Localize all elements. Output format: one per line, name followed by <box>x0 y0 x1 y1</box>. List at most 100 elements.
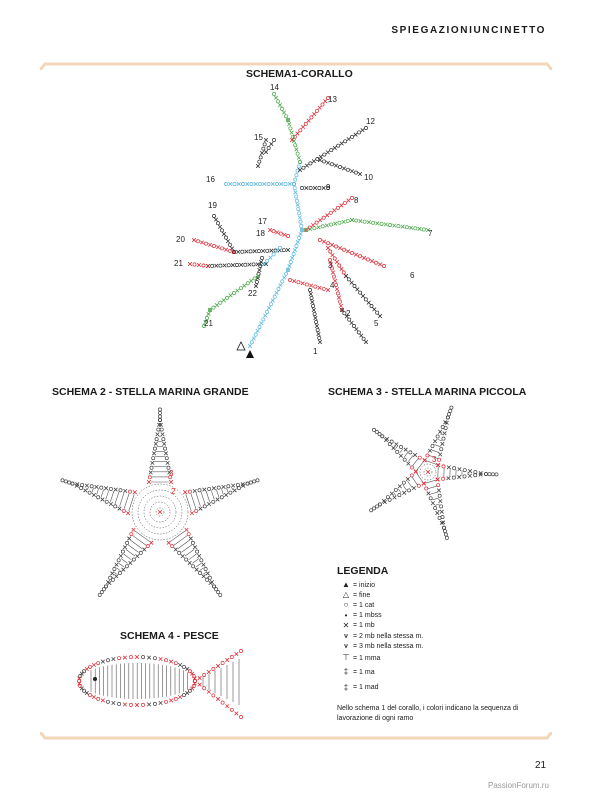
center-round <box>149 501 171 523</box>
arm-stitch <box>146 479 152 485</box>
coral-stitch <box>354 327 359 332</box>
coral-stitch <box>356 330 361 335</box>
coral-stitch <box>259 259 264 265</box>
coral-stitch <box>312 185 318 191</box>
coral-stitch <box>294 244 299 248</box>
fish-tail-stitch <box>220 700 225 705</box>
fish-stitch <box>100 659 105 664</box>
arm-stitch <box>441 476 446 481</box>
arm-stitch <box>215 497 220 502</box>
coral-stitch <box>262 142 267 147</box>
coral-stitch <box>359 333 364 338</box>
coral-stitch <box>349 280 354 285</box>
arm-tall-stitch <box>416 472 424 483</box>
single-crochet-icon: ✕ <box>342 620 350 630</box>
arm-tall-stitch <box>391 442 393 445</box>
arm-stitch <box>202 487 207 492</box>
arm-stitch <box>380 434 385 439</box>
branch-number: 13 <box>328 95 337 104</box>
fish-stitch <box>190 671 195 676</box>
fish-tail-stitch <box>206 689 211 694</box>
arm-stitch <box>205 577 210 582</box>
coral-stitch <box>328 249 333 254</box>
arm-stitch <box>89 484 94 489</box>
arm-stitch <box>446 476 451 481</box>
center-round <box>419 463 437 481</box>
arm-stitch <box>165 460 170 466</box>
arm-tall-stitch <box>442 428 445 430</box>
coral-stitch <box>350 134 355 139</box>
coral-stitch <box>374 260 378 265</box>
legend-row: ⩛= 2 mb nella stessa m. <box>340 631 424 641</box>
legend-row: ⩛= 3 mb nella stessa m. <box>340 641 424 651</box>
coral-stitch <box>191 237 197 243</box>
coral-stitch <box>349 320 354 325</box>
arm-tall-stitch <box>87 486 89 491</box>
arm-stitch <box>235 482 240 487</box>
coral-stitch <box>232 291 236 295</box>
coral-stitch <box>362 219 367 224</box>
coral-stitch <box>261 146 266 151</box>
fish-tail-stitch <box>215 663 221 669</box>
arm-stitch <box>155 432 160 437</box>
arm-tall-stitch <box>402 484 407 491</box>
coral-stitch <box>336 143 341 148</box>
arm-tall-stitch <box>170 530 185 542</box>
arm-tall-stitch <box>412 458 419 467</box>
arm-stitch <box>441 436 446 441</box>
legend-text: = fine <box>353 591 371 599</box>
fish-tail-stitch <box>197 675 202 681</box>
branch-number: 3 <box>328 261 333 270</box>
coral-stitch <box>366 220 371 225</box>
arm-stitch <box>462 468 467 473</box>
arm-stitch <box>113 504 118 509</box>
arm-stitch <box>149 465 154 470</box>
arm-stitch <box>197 553 202 559</box>
fish-stitch <box>173 696 178 701</box>
arm-stitch <box>401 480 406 485</box>
coral-stitch <box>334 259 340 265</box>
arm-stitch <box>394 442 399 447</box>
arm-stitch <box>232 488 237 493</box>
arm-stitch <box>99 485 104 490</box>
coral-stitch <box>358 219 363 224</box>
center-stitch <box>425 469 431 475</box>
arm-stitch <box>186 532 191 537</box>
coral-stitch <box>270 181 275 187</box>
arm-stitch <box>407 488 412 493</box>
fish-stitch <box>146 655 152 660</box>
coral-stitch <box>273 95 279 100</box>
arm-stitch <box>412 452 418 458</box>
coral-stitch <box>263 313 268 318</box>
fish-eye <box>93 677 97 681</box>
coral-stitch <box>254 280 259 284</box>
legend-list: ▲= inizio△= fine○= 1 cat•= 1 mbss✕= 1 mb… <box>340 580 423 696</box>
coral-stitch <box>284 271 289 276</box>
coral-stitch <box>270 298 275 303</box>
arm-stitch <box>457 467 462 472</box>
arm-stitch <box>198 506 203 511</box>
arm-tall-stitch <box>395 445 398 449</box>
arm-stitch <box>153 441 158 446</box>
arm-stitch <box>201 562 206 567</box>
coral-stitch <box>258 155 263 160</box>
coral-stitch <box>354 218 359 223</box>
arm-stitch <box>184 527 189 532</box>
fish-stitch <box>178 694 183 700</box>
coral-stitch <box>382 264 386 268</box>
coral-stitch <box>303 121 308 126</box>
coral-stitch <box>383 222 388 227</box>
coral-stitch <box>372 307 377 312</box>
coral-stitch <box>294 194 299 199</box>
arm-tall-stitch <box>195 492 201 507</box>
half-double-icon: ⊤ <box>342 653 350 663</box>
arm-stitch <box>211 486 216 491</box>
arm-tall-stitch <box>184 549 195 557</box>
coral-stitch <box>352 284 357 288</box>
schema1-title: SCHEMA1-CORALLO <box>246 68 353 80</box>
coral-stitch <box>300 281 305 286</box>
coral-stitch <box>413 226 418 231</box>
coral-stitch <box>292 186 297 191</box>
coral-stitch <box>251 262 256 267</box>
legend-text: = 1 cat <box>353 601 375 609</box>
